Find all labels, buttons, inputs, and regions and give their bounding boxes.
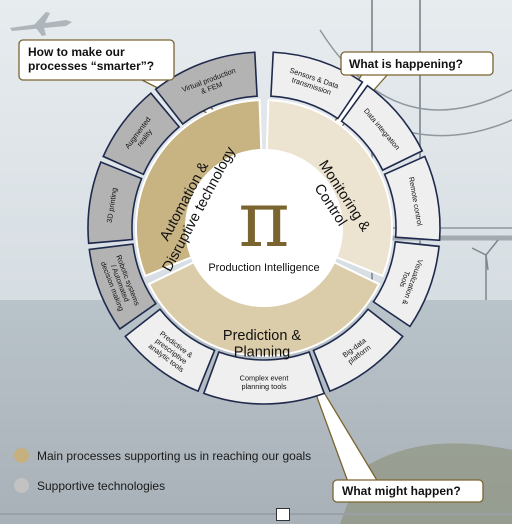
tech-segment-virtual-production: [154, 51, 258, 126]
tech-label-complex-event-line: planning tools: [241, 382, 286, 391]
pi-symbol: π: [238, 175, 289, 265]
center-circle: [185, 149, 343, 307]
legend-supportive-label: Supportive technologies: [37, 478, 166, 493]
legend-main-label: Main processes supporting us in reaching…: [37, 448, 312, 463]
tech-segment-robotic-systems: [88, 243, 157, 331]
legend-supportive-swatch: [14, 478, 29, 493]
tech-segment-complex-event: [202, 351, 326, 405]
callout-box-might-happen: [332, 479, 484, 503]
resize-handle[interactable]: [276, 508, 290, 521]
tech-segment-remote-control: [383, 155, 441, 242]
process-label-prediction-line: Planning: [234, 344, 290, 360]
callout-might-happen-text: What might happen?: [342, 484, 461, 498]
process-label-prediction: Prediction &Planning: [223, 328, 302, 361]
callout-happening-text: What is happening?: [349, 57, 463, 71]
callout-smarter-text: How to make our processes “smarter”?: [28, 45, 155, 73]
tech-segment-sensors-data: [270, 51, 364, 120]
callout-box-smarter: [18, 39, 175, 81]
process-label-prediction-line: Prediction &: [223, 328, 302, 344]
legend-main-swatch: [14, 448, 29, 463]
tech-label-complex-event-line: Complex event: [240, 373, 289, 382]
bottom-scrollbar[interactable]: [0, 513, 512, 515]
center-label: Production Intelligence: [208, 262, 319, 274]
airplane-icon: [10, 12, 72, 36]
tech-segment-visualization-tools: [372, 240, 440, 328]
legend-main: Main processes supporting us in reaching…: [14, 448, 311, 463]
tech-segment-predictive-analytics: [124, 308, 216, 393]
tech-segment-3d-printing: [87, 161, 143, 245]
tech-segment-data-integration: [340, 84, 424, 172]
tech-segment-augmented-reality: [102, 92, 181, 176]
callout-box-happening: [340, 51, 494, 76]
tech-segment-big-data: [312, 308, 404, 393]
wind-turbine: [471, 239, 499, 300]
legend-supportive: Supportive technologies: [14, 478, 165, 493]
